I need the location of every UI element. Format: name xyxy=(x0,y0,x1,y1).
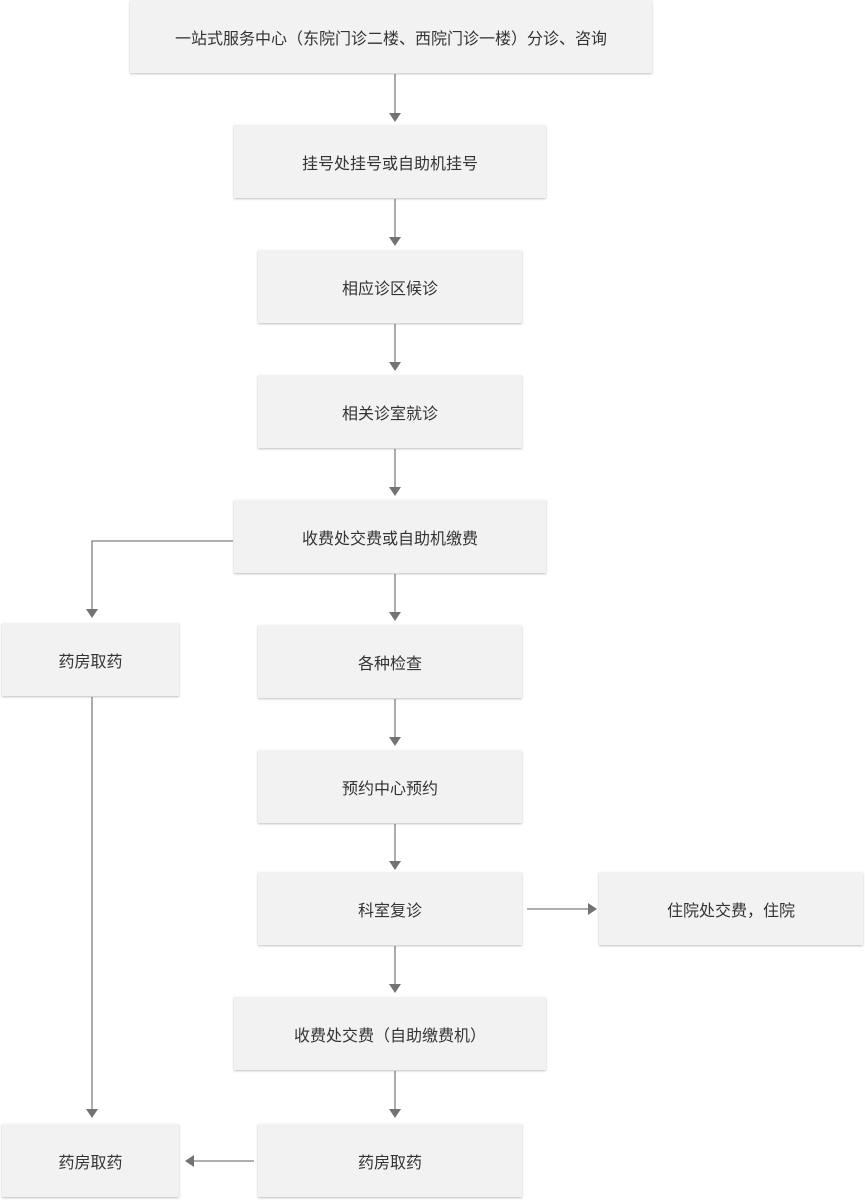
step-booking-label: 预约中心预约 xyxy=(341,778,438,798)
step-wait-label: 相应诊区候诊 xyxy=(341,278,438,298)
arrow-consult-to-register xyxy=(389,74,401,122)
step-revisit-box: 科室复诊 xyxy=(258,872,522,945)
step-consult-box: 一站式服务中心（东院门诊二楼、西院门诊一楼）分诊、咨询 xyxy=(130,0,652,73)
arrow-register-to-wait xyxy=(389,199,401,246)
step-register-box: 挂号处挂号或自助机挂号 xyxy=(234,125,546,198)
arrow-pay-again-to-pharmacy xyxy=(389,1071,401,1118)
arrow-exams-to-booking xyxy=(389,699,401,746)
step-pharmacy-left-bottom-box: 药房取药 xyxy=(2,1124,179,1197)
arrow-revisit-to-inpatient xyxy=(527,903,597,915)
step-inpatient-box: 住院处交费，住院 xyxy=(599,872,863,945)
arrow-revisit-to-pay-again xyxy=(389,946,401,993)
step-consult-label: 一站式服务中心（东院门诊二楼、西院门诊一楼）分诊、咨询 xyxy=(174,28,607,48)
step-exams-label: 各种检查 xyxy=(357,653,422,673)
step-visit-box: 相关诊室就诊 xyxy=(258,375,522,448)
step-pharmacy-left-top-label: 药房取药 xyxy=(58,651,123,671)
arrow-pay-to-left-pharmacy xyxy=(86,540,233,618)
arrow-booking-to-revisit xyxy=(389,824,401,870)
step-exams-box: 各种检查 xyxy=(258,625,522,698)
arrow-center-pharmacy-to-left xyxy=(185,1155,254,1167)
step-booking-box: 预约中心预约 xyxy=(258,750,522,823)
step-inpatient-label: 住院处交费，住院 xyxy=(666,900,795,920)
step-visit-label: 相关诊室就诊 xyxy=(341,403,438,423)
step-wait-box: 相应诊区候诊 xyxy=(258,250,522,323)
step-pay-label: 收费处交费或自助机缴费 xyxy=(301,528,478,548)
step-register-label: 挂号处挂号或自助机挂号 xyxy=(301,153,478,173)
step-pay-again-label: 收费处交费（自助缴费机） xyxy=(293,1025,486,1045)
step-revisit-label: 科室复诊 xyxy=(357,900,422,920)
step-pay-box: 收费处交费或自助机缴费 xyxy=(234,500,546,573)
step-pharmacy-center-label: 药房取药 xyxy=(357,1152,422,1172)
step-pay-again-box: 收费处交费（自助缴费机） xyxy=(234,997,546,1070)
arrow-left-pharmacy-down xyxy=(86,697,98,1118)
step-pharmacy-center-box: 药房取药 xyxy=(258,1124,522,1197)
step-pharmacy-left-top-box: 药房取药 xyxy=(2,623,179,696)
arrow-pay-to-exams xyxy=(389,574,401,621)
arrow-wait-to-visit xyxy=(389,324,401,371)
arrow-visit-to-pay xyxy=(389,449,401,496)
step-pharmacy-left-bottom-label: 药房取药 xyxy=(58,1152,123,1172)
